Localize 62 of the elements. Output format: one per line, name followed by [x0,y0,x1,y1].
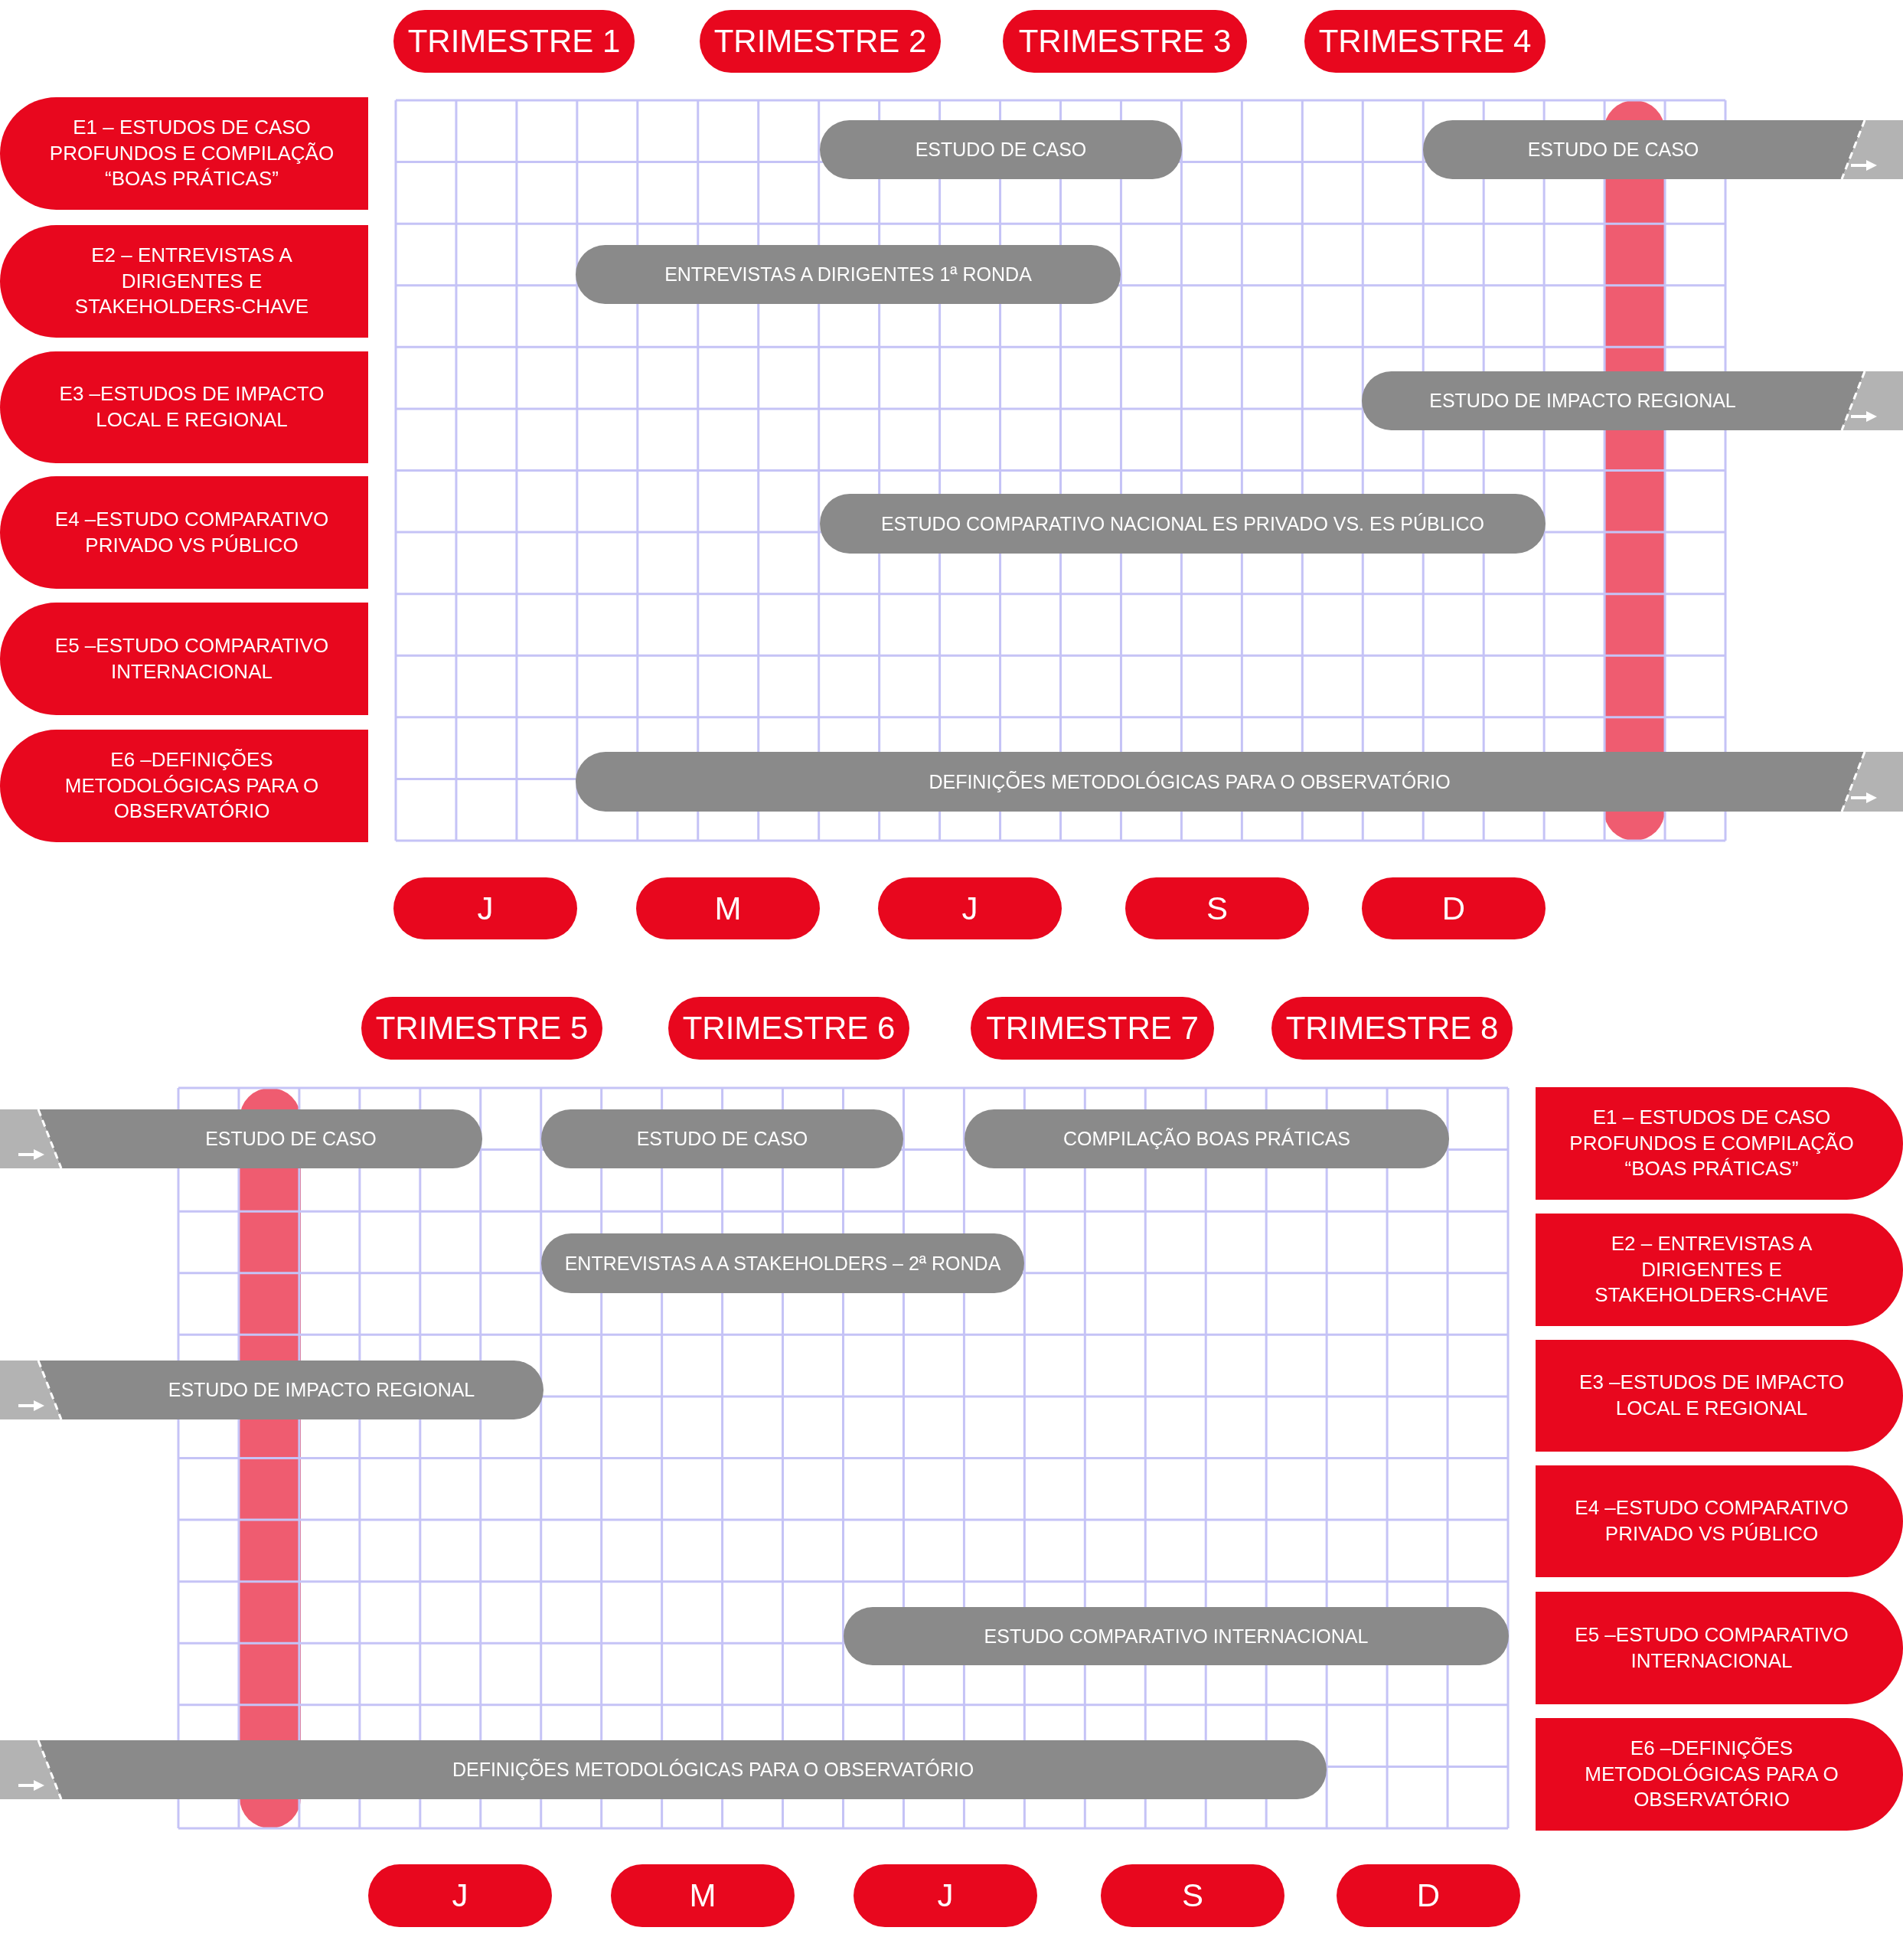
task-header-label: E1 – ESTUDOS DE CASO PROFUNDOS E COMPILAÇÃO “BOAS PRÁTICAS” [48,114,335,192]
task-header-label: E5 –ESTUDO COMPARATIVO INTERNACIONAL [1574,1622,1849,1674]
task-header-label: E3 –ESTUDOS DE IMPACTO LOCAL E REGIONAL [58,381,325,433]
task-label: ESTUDO DE CASO [636,1128,808,1150]
month-label: J [937,1877,954,1914]
task-label: ESTUDO DE IMPACTO REGIONAL [168,1379,475,1401]
quarter-label: TRIMESTRE 3 [1018,23,1232,60]
task-label: ENTREVISTAS A DIRIGENTES 1ª RONDA [664,263,1032,286]
task-header-label: E2 – ENTREVISTAS A DIRIGENTES E STAKEHOLDERS-CHAVE [1594,1230,1830,1308]
task-bar [820,120,1182,179]
task-label: DEFINIÇÕES METODOLÓGICAS PARA O OBSERVATÓRIO [452,1759,974,1781]
quarter-label: TRIMESTRE 5 [375,1010,589,1047]
task-header [0,225,368,338]
task-header-label: E5 –ESTUDO COMPARATIVO INTERNACIONAL [54,632,330,684]
month-label: M [714,890,742,927]
task-header-label: E6 –DEFINIÇÕES METODOLÓGICAS PARA O OBSERVATÓRIO [1584,1735,1839,1813]
month-label: M [689,1877,716,1914]
quarter-label: TRIMESTRE 6 [682,1010,896,1047]
task-bar [965,1109,1449,1168]
task-label: COMPILAÇÃO BOAS PRÁTICAS [1062,1128,1351,1150]
quarter-label: TRIMESTRE 7 [986,1010,1199,1047]
task-header-label: E1 – ESTUDOS DE CASO PROFUNDOS E COMPILAÇÃO “BOAS PRÁTICAS” [1568,1104,1855,1182]
task-header [1536,1718,1903,1831]
task-header [1536,1465,1903,1577]
task-label: ESTUDO DE IMPACTO REGIONAL [1429,390,1736,412]
quarter-label: TRIMESTRE 8 [1285,1010,1499,1047]
task-header-label: E2 – ENTREVISTAS A DIRIGENTES E STAKEHOLDERS-CHAVE [73,242,310,320]
task-header [1536,1340,1903,1452]
task-header-label: E3 –ESTUDOS DE IMPACTO LOCAL E REGIONAL [1578,1370,1845,1421]
task-label: DEFINIÇÕES METODOLÓGICAS PARA O OBSERVATÓRIO [929,770,1451,793]
task-label: ESTUDO COMPARATIVO NACIONAL ES PRIVADO VS. ES PÚBLICO [880,512,1485,535]
month-label: J [477,890,494,927]
month-label: S [1206,890,1228,927]
quarter-label: TRIMESTRE 4 [1318,23,1532,60]
month-label: J [961,890,978,927]
task-bar [820,494,1546,554]
quarter-label: TRIMESTRE 1 [407,23,621,60]
task-label: ESTUDO DE CASO [205,1128,377,1150]
task-bar [541,1109,903,1168]
task-label: ENTREVISTAS A A STAKEHOLDERS – 2ª RONDA [564,1252,1001,1275]
task-header [0,730,368,842]
task-header [0,603,368,715]
task-header [0,476,368,589]
task-header-label: E4 –ESTUDO COMPARATIVO PRIVADO VS PÚBLICO [1574,1495,1849,1547]
task-header [1536,1214,1903,1326]
task-label: ESTUDO COMPARATIVO INTERNACIONAL [984,1625,1369,1648]
task-header-label: E6 –DEFINIÇÕES METODOLÓGICAS PARA O OBSERVATÓRIO [64,746,320,825]
month-label: S [1182,1877,1203,1914]
month-label: J [452,1877,468,1914]
task-bar [541,1233,1024,1293]
task-header-label: E4 –ESTUDO COMPARATIVO PRIVADO VS PÚBLICO [54,506,330,558]
month-label: D [1441,890,1466,927]
task-label: ESTUDO DE CASO [915,139,1087,161]
task-bar [844,1607,1509,1665]
task-header [1536,1592,1903,1704]
month-label: D [1416,1877,1441,1914]
task-label: ESTUDO DE CASO [1527,139,1699,161]
task-bar [576,245,1121,304]
task-header [0,97,368,210]
quarter-label: TRIMESTRE 2 [713,23,927,60]
task-header [0,351,368,463]
task-header [1536,1087,1903,1200]
